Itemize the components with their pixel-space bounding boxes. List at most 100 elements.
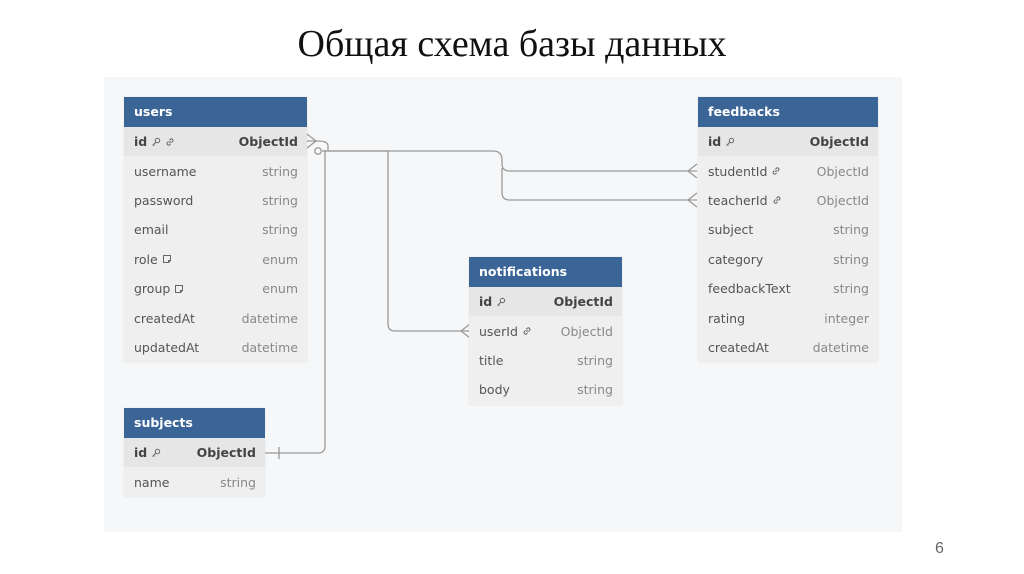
link-icon [772,195,782,205]
field-row-users-id[interactable]: id ObjectId [124,127,307,157]
field-name-wrap: userId [479,324,532,339]
field-row-feedbacks-studentId[interactable]: studentId ObjectId [698,156,878,185]
edge-users-notifications [307,140,470,332]
crowfoot-notifications [459,323,471,339]
field-type: string [220,474,256,490]
field-row-notifications-body[interactable]: body string [469,375,622,404]
field-type: string [577,382,613,398]
field-row-notifications-id[interactable]: id ObjectId [469,287,622,317]
field-name: username [134,163,197,179]
field-name: role [134,251,158,267]
field-type: datetime [241,310,298,326]
field-name: category [708,251,764,267]
table-users[interactable]: users id ObjectId username string password str… [124,97,307,363]
field-row-feedbacks-createdAt[interactable]: createdAt datetime [698,333,878,362]
field-row-subjects-name[interactable]: name string [124,467,265,496]
field-row-feedbacks-subject[interactable]: subject string [698,215,878,244]
field-type: ObjectId [809,134,869,150]
link-icon [771,166,781,176]
field-name: title [479,352,504,368]
field-row-notifications-userId[interactable]: userId ObjectId [469,316,622,345]
field-name-wrap: password [134,193,193,208]
field-row-feedbacks-rating[interactable]: rating integer [698,303,878,332]
field-name-wrap: id [134,134,175,149]
field-name-wrap: updatedAt [134,340,199,355]
table-header-subjects[interactable]: subjects [124,408,265,438]
field-type: string [833,222,869,238]
field-row-users-group[interactable]: group enum [124,274,307,303]
edge-subjects-users [265,150,326,454]
field-type: enum [262,281,298,297]
field-row-users-createdAt[interactable]: createdAt datetime [124,303,307,332]
field-name-wrap: id [134,445,161,460]
field-type: datetime [812,339,869,355]
field-type: string [833,281,869,297]
key-icon [151,137,161,147]
field-name-wrap: rating [708,311,745,326]
table-header-notifications[interactable]: notifications [469,257,622,287]
field-type: string [262,192,298,208]
field-row-feedbacks-feedbackText[interactable]: feedbackText string [698,274,878,303]
field-name-wrap: category [708,252,763,267]
field-name: group [134,281,171,297]
field-name-wrap: role [134,252,172,267]
key-icon [151,448,161,458]
field-type: string [577,352,613,368]
crowfoot-feedbacks-teacher [686,192,698,208]
field-name-wrap: createdAt [134,311,195,326]
optional-marker-users [314,147,322,155]
field-name: name [134,474,170,490]
field-name-wrap: subject [708,222,753,237]
field-name-wrap: group [134,281,184,296]
field-name-wrap: id [708,134,735,149]
edge-users-feedbacks-teacher [501,168,697,201]
field-name-wrap: id [479,294,506,309]
field-name: userId [479,323,518,339]
field-name-wrap: email [134,222,168,237]
field-name-wrap: name [134,475,169,490]
field-type: ObjectId [560,323,613,339]
field-name-wrap: title [479,353,503,368]
field-name: email [134,222,169,238]
field-name: studentId [708,163,768,179]
field-name: id [134,134,148,150]
field-type: string [262,163,298,179]
field-row-users-updatedAt[interactable]: updatedAt datetime [124,333,307,362]
field-type: ObjectId [553,294,613,310]
field-type: integer [824,310,869,326]
field-name-wrap: body [479,382,510,397]
field-name-wrap: createdAt [708,340,769,355]
crowfoot-users-id [306,133,318,149]
field-type: string [833,251,869,267]
field-type: datetime [241,339,298,355]
field-row-users-email[interactable]: email string [124,215,307,244]
table-header-feedbacks[interactable]: feedbacks [698,97,878,127]
field-name: body [479,382,510,398]
crowfoot-feedbacks-student [686,163,698,179]
edge-users-feedbacks-student [322,150,697,172]
field-name: createdAt [708,339,769,355]
page-number: 6 [935,540,944,557]
table-header-users[interactable]: users [124,97,307,127]
field-row-feedbacks-id[interactable]: id ObjectId [698,127,878,157]
field-row-users-username[interactable]: username string [124,156,307,185]
field-type: string [262,222,298,238]
field-row-notifications-title[interactable]: title string [469,346,622,375]
field-name-wrap: studentId [708,164,781,179]
field-name: subject [708,222,754,238]
key-icon [496,297,506,307]
field-name: createdAt [134,310,195,326]
field-type: ObjectId [238,134,298,150]
field-row-feedbacks-category[interactable]: category string [698,245,878,274]
field-row-users-password[interactable]: password string [124,186,307,215]
field-name-wrap: feedbackText [708,281,791,296]
field-type: ObjectId [816,163,869,179]
note-icon [162,254,172,264]
